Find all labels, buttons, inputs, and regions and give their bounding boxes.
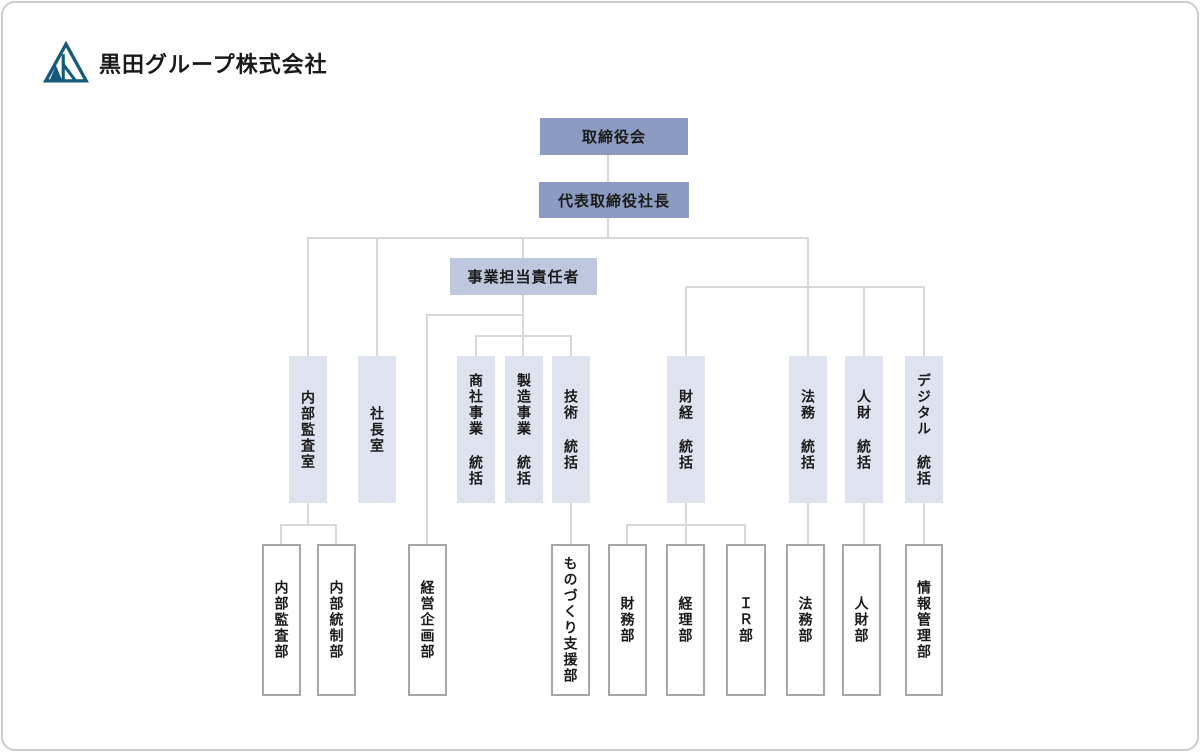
org-node-finance-supervision: 財経 統括	[667, 356, 705, 503]
org-node-label: ＩＲ部	[738, 596, 754, 644]
connector-line	[522, 237, 524, 258]
org-node-internal-control-dept: 内部統制部	[317, 544, 356, 696]
org-node-president: 代表取締役社長	[539, 182, 689, 218]
connector-line	[522, 335, 524, 356]
connector-line	[522, 295, 524, 337]
connector-line	[807, 286, 809, 356]
org-node-hr-dept: 人財部	[842, 544, 881, 696]
org-node-technology: 技術 統括	[552, 356, 590, 503]
connector-line	[863, 503, 865, 544]
connector-line	[626, 524, 746, 526]
org-node-president-office: 社長室	[358, 356, 396, 503]
org-node-label: 取締役会	[581, 129, 646, 146]
org-node-label: 製造事業 統括	[516, 372, 532, 487]
org-node-label: 経営企画部	[419, 580, 436, 660]
connector-line	[307, 503, 309, 525]
org-node-corporate-planning-dept: 経営企画部	[408, 544, 447, 696]
connector-line	[376, 237, 378, 356]
connector-line	[280, 524, 337, 526]
connector-line	[863, 286, 865, 356]
connector-line	[426, 314, 428, 544]
org-node-label: 人財部	[853, 596, 870, 644]
org-node-legal-supervision: 法務 統括	[789, 356, 827, 503]
org-node-monozukuri-support-dept: ものづくり支援部	[551, 544, 590, 696]
org-node-label: 経理部	[677, 596, 694, 644]
company-name: 黒田グループ株式会社	[99, 51, 328, 77]
connector-line	[307, 237, 309, 356]
header: 黒田グループ株式会社	[43, 41, 328, 84]
connector-line	[570, 335, 572, 356]
org-node-trading-business: 商社事業 統括	[457, 356, 495, 503]
org-node-info-management-dept: 情報管理部	[905, 544, 943, 696]
org-node-digital-supervision: デジタル 統括	[905, 356, 943, 503]
org-node-label: 社長室	[369, 405, 385, 454]
org-node-label: 人財 統括	[856, 388, 872, 471]
org-node-legal-dept: 法務部	[786, 544, 825, 696]
org-node-label: 技術 統括	[563, 388, 579, 471]
org-node-hr-supervision: 人財 統括	[845, 356, 883, 503]
connector-line	[923, 286, 925, 356]
org-node-label: 法務 統括	[800, 388, 816, 471]
org-node-label: 事業担当責任者	[467, 269, 580, 286]
org-node-internal-audit-office: 内部監査室	[289, 356, 327, 503]
company-logo-icon	[43, 41, 89, 83]
org-node-label: 財務部	[619, 596, 636, 644]
connector-line	[570, 503, 572, 544]
org-node-label: 財経 統括	[678, 388, 694, 471]
org-node-label: 法務部	[797, 596, 814, 644]
connector-line	[744, 524, 746, 544]
org-node-internal-audit-dept: 内部監査部	[262, 544, 301, 696]
org-node-label: 内部監査室	[300, 389, 316, 470]
connector-line	[807, 503, 809, 544]
org-node-business-lead: 事業担当責任者	[450, 258, 597, 295]
org-node-finance-dept: 財務部	[608, 544, 647, 696]
connector-line	[685, 286, 925, 288]
org-node-manufacturing-business: 製造事業 統括	[505, 356, 543, 503]
connector-line	[923, 503, 925, 544]
org-node-accounting-dept: 経理部	[666, 544, 705, 696]
org-node-label: デジタル 統括	[916, 372, 932, 487]
org-node-label: 情報管理部	[916, 580, 932, 660]
org-node-label: 内部統制部	[328, 580, 345, 660]
connector-line	[307, 237, 809, 239]
org-node-label: 商社事業 統括	[468, 372, 484, 487]
connector-line	[475, 335, 477, 356]
connector-line	[607, 155, 609, 182]
connector-line	[426, 314, 524, 316]
org-node-board: 取締役会	[540, 118, 688, 155]
connector-line	[685, 286, 687, 356]
connector-line	[335, 524, 337, 544]
org-node-ir-dept: ＩＲ部	[726, 544, 766, 696]
org-node-label: 内部監査部	[273, 580, 290, 660]
connector-line	[607, 218, 609, 239]
connector-line	[626, 524, 628, 544]
connector-line	[685, 503, 687, 544]
org-node-label: ものづくり支援部	[562, 556, 579, 684]
connector-line	[280, 524, 282, 544]
connector-line	[807, 237, 809, 288]
org-node-label: 代表取締役社長	[557, 192, 670, 210]
